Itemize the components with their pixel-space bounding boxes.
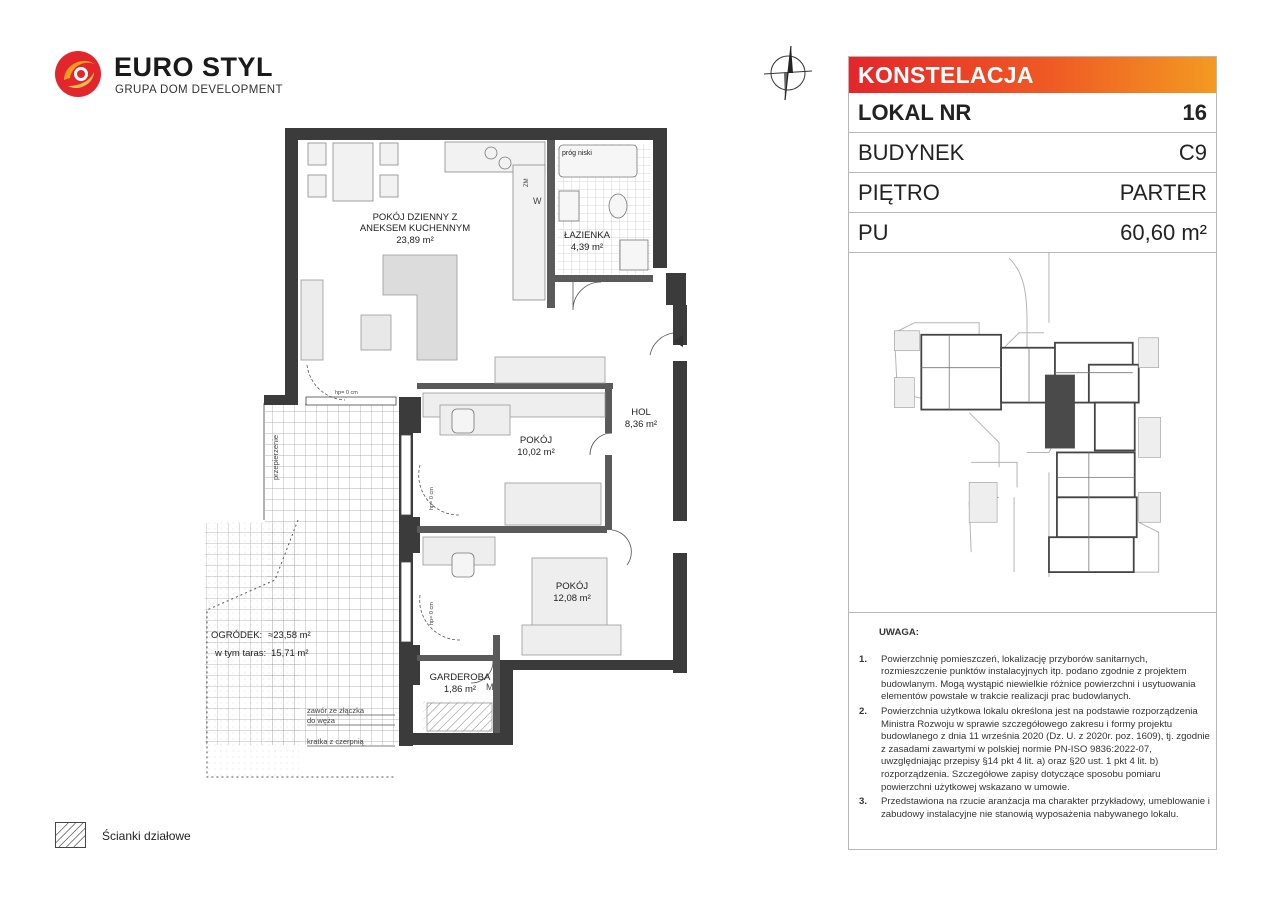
wardrobe-area: 1,86 m²	[444, 684, 476, 695]
terrace-area: 15,71 m²	[271, 648, 309, 659]
garden-area: ≈23,58 m²	[268, 630, 311, 641]
meter-label: M	[486, 682, 494, 692]
terrace-label: w tym taras:	[214, 648, 266, 659]
partition-label: przepierzenie	[271, 435, 280, 480]
detail-label: PIĘTRO	[858, 179, 940, 205]
detail-row-unit: LOKAL NR 16	[849, 93, 1216, 133]
note-item: 1. Powierzchnię pomieszczeń, lokalizację…	[859, 654, 1211, 704]
note-number: 1.	[859, 653, 868, 665]
threshold-label-2: hp= 0 cm	[429, 487, 435, 510]
garden-name: OGRÓDEK:	[211, 630, 262, 641]
note-number: 2.	[859, 705, 868, 717]
hall-area: 8,36 m²	[625, 419, 657, 430]
note-number: 3.	[859, 796, 868, 808]
grate-label: kratka z czerpnią	[307, 737, 365, 746]
bathroom-area: 4,39 m²	[571, 242, 603, 253]
valve-label: zawór ze złączka	[307, 706, 365, 715]
note-text: Powierzchnia użytkowa lokalu określona j…	[881, 705, 1210, 793]
note-text: Przedstawiona na rzucie aranżacja ma cha…	[881, 796, 1210, 820]
detail-value: 16	[1182, 99, 1207, 125]
detail-value: 60,60 m²	[1120, 219, 1207, 245]
detail-label: PU	[858, 219, 889, 245]
brand-logo: EURO STYL GRUPA DOM DEVELOPMENT	[54, 50, 284, 104]
notes-section: UWAGA: 1. Powierzchnię pomieszczeń, loka…	[859, 627, 1211, 823]
threshold-label-3: hp= 0 cm	[429, 602, 435, 625]
detail-value: PARTER	[1119, 179, 1207, 205]
detail-row-building: BUDYNEK C9	[849, 133, 1216, 173]
washer-label: W	[533, 196, 542, 206]
bathroom-threshold: próg niski	[562, 150, 592, 157]
brand-logo-icon	[55, 51, 101, 97]
hall-name: HOL	[631, 407, 651, 418]
floor-plan: POKÓJ DZIENNY Z ANEKSEM KUCHENNYM 23,89 …	[205, 128, 687, 778]
threshold-label-1: hp= 0 cm	[335, 390, 358, 396]
room1-area: 10,02 m²	[517, 447, 555, 458]
room2-name: POKÓJ	[556, 581, 588, 592]
zm-label: ZM	[524, 178, 530, 187]
note-text: Powierzchnię pomieszczeń, lokalizację pr…	[881, 653, 1196, 703]
selected-unit-marker	[1044, 374, 1075, 449]
legend-label: Ścianki działowe	[102, 829, 191, 843]
building-key-plan	[849, 253, 1216, 613]
north-arrow-icon	[763, 45, 813, 101]
notes-title: UWAGA:	[879, 627, 919, 638]
living-room-name-2: ANEKSEM KUCHENNYM	[360, 223, 470, 234]
legend: Ścianki działowe	[55, 822, 355, 852]
info-panel: KONSTELACJA LOKAL NR 16 BUDYNEK C9 PIĘTR…	[848, 56, 1217, 850]
partition-hatch-icon	[55, 822, 86, 848]
note-item: 2. Powierzchnia użytkowa lokalu określon…	[859, 706, 1211, 794]
living-room-area: 23,89 m²	[396, 235, 434, 246]
brand-name: EURO STYL	[114, 52, 274, 82]
room1-name: POKÓJ	[520, 435, 552, 446]
room2-area: 12,08 m²	[553, 593, 591, 604]
detail-row-floor: PIĘTRO PARTER	[849, 173, 1216, 213]
valve-label-2: do węża	[307, 716, 336, 725]
bathroom-name: ŁAZIENKA	[564, 230, 611, 241]
brand-subtitle: GRUPA DOM DEVELOPMENT	[115, 84, 283, 96]
detail-value: C9	[1178, 139, 1207, 165]
project-name: KONSTELACJA	[849, 57, 1216, 93]
wardrobe-name: GARDEROBA	[430, 672, 491, 683]
note-item: 3. Przedstawiona na rzucie aranżacja ma …	[859, 796, 1211, 821]
detail-row-area: PU 60,60 m²	[849, 213, 1216, 253]
detail-label: BUDYNEK	[858, 139, 965, 165]
living-room-name: POKÓJ DZIENNY Z	[373, 212, 458, 223]
detail-label: LOKAL NR	[858, 99, 972, 125]
